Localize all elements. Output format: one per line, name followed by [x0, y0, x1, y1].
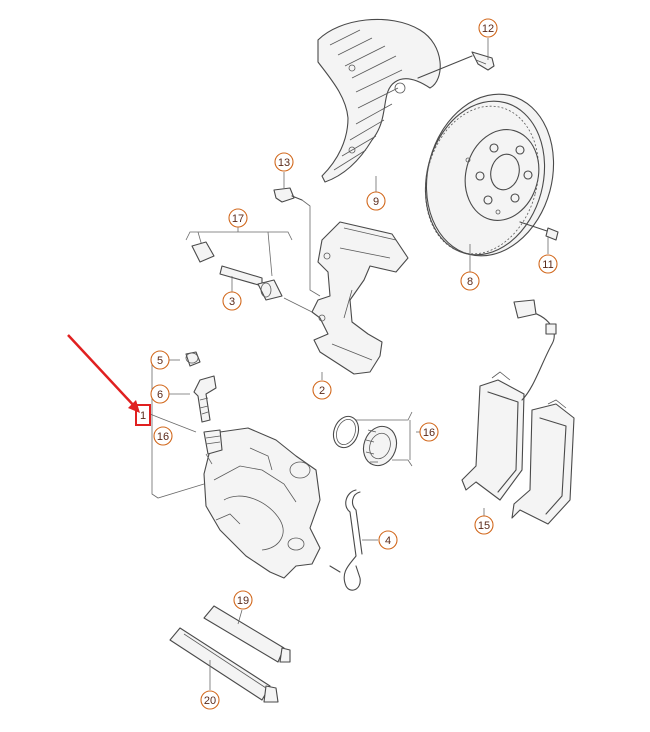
svg-text:11: 11 [542, 259, 553, 271]
callout-3: 3 [222, 291, 242, 311]
svg-text:15: 15 [478, 520, 490, 532]
svg-text:3: 3 [229, 296, 235, 308]
callout-13: 13 [274, 152, 294, 172]
disc-screw [519, 221, 559, 241]
brake-carrier [311, 221, 409, 375]
brake-disc [424, 93, 555, 257]
svg-text:16: 16 [157, 431, 169, 443]
svg-text:19: 19 [237, 595, 249, 607]
grease-tubes [169, 605, 291, 703]
callout-8: 8 [460, 271, 480, 291]
pointer-arrow [67, 334, 140, 413]
svg-text:1: 1 [140, 410, 146, 422]
svg-text:6: 6 [157, 389, 163, 401]
wear-sensor [513, 299, 557, 401]
callout-17: 17 [228, 208, 248, 228]
callout-4: 4 [378, 530, 398, 550]
svg-text:16: 16 [423, 427, 435, 439]
callout-15: 15 [474, 515, 494, 535]
callout-6: 6 [150, 384, 170, 404]
svg-text:8: 8 [467, 276, 473, 288]
svg-text:2: 2 [319, 385, 325, 397]
svg-text:5: 5 [157, 355, 163, 367]
callout-12: 12 [478, 18, 498, 38]
svg-text:13: 13 [278, 157, 290, 169]
splash-shield [317, 18, 441, 183]
seal-and-boot [332, 411, 413, 467]
callout-16-right: 16 [419, 422, 439, 442]
shield-bolt [417, 51, 495, 79]
svg-text:9: 9 [373, 196, 379, 208]
svg-text:20: 20 [204, 695, 216, 707]
callout-11: 11 [538, 254, 558, 274]
svg-text:17: 17 [232, 213, 244, 225]
bleeder-parts [185, 351, 223, 465]
callout-16-left: 16 [153, 426, 173, 446]
callout-1: 1 [140, 410, 146, 422]
callout-9: 9 [366, 191, 386, 211]
brake-pads [461, 371, 575, 525]
callout-20: 20 [200, 690, 220, 710]
callout-19: 19 [233, 590, 253, 610]
callout-5: 5 [150, 350, 170, 370]
brake-caliper [203, 427, 321, 579]
carrier-bolt [273, 187, 321, 297]
retaining-spring [329, 489, 363, 591]
callout-2: 2 [312, 380, 332, 400]
callout-leaders [231, 38, 549, 541]
highlight-box [135, 404, 151, 426]
svg-text:4: 4 [385, 535, 391, 547]
svg-text:12: 12 [482, 23, 494, 35]
guide-pin-set [185, 216, 313, 313]
